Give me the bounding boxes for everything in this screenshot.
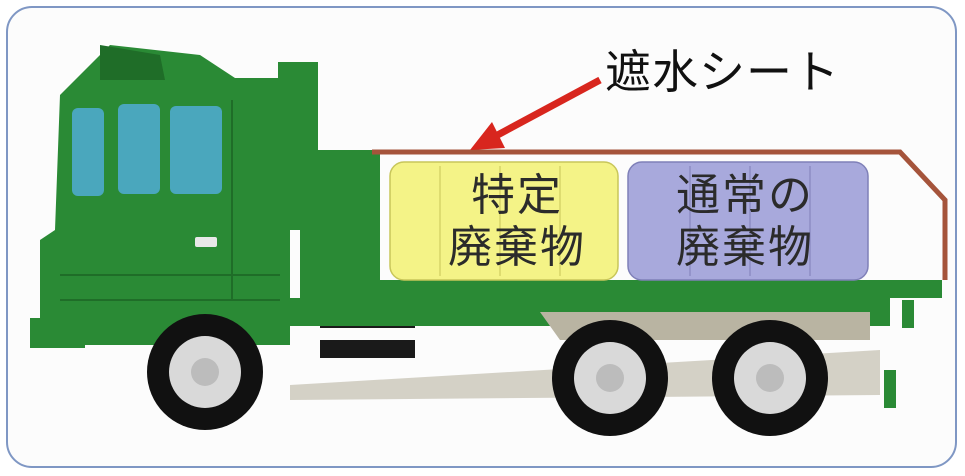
waterproof-sheet-label: 遮水シート bbox=[605, 45, 840, 99]
rear-wheel-2 bbox=[712, 320, 828, 436]
cab-step bbox=[320, 340, 415, 358]
cab-door-handle bbox=[195, 237, 217, 247]
front-wheel bbox=[147, 314, 263, 430]
normal-waste-label: 通常の 廃棄物 bbox=[640, 170, 850, 274]
special-waste-label-line2: 廃棄物 bbox=[448, 222, 586, 273]
special-waste-label: 特定 廃棄物 bbox=[412, 170, 622, 274]
cab-bumper bbox=[30, 318, 85, 348]
rear-post bbox=[884, 370, 896, 408]
special-waste-label-line1: 特定 bbox=[471, 170, 563, 221]
normal-waste-label-line2: 廃棄物 bbox=[676, 222, 814, 273]
cab-window-right bbox=[170, 106, 222, 194]
cab-window-left bbox=[72, 108, 104, 196]
waterproof-sheet bbox=[372, 149, 948, 280]
special-waste-bag bbox=[389, 161, 619, 281]
cab-visor bbox=[100, 45, 165, 80]
pointer-arrow-shaft bbox=[490, 76, 602, 142]
rear-wheel-1 bbox=[552, 320, 668, 436]
normal-waste-label-line1: 通常の bbox=[676, 170, 814, 221]
rear-light bbox=[902, 300, 914, 328]
pointer-arrow-head bbox=[470, 122, 505, 150]
bed-front-wall bbox=[300, 150, 380, 290]
cab-window-mid bbox=[118, 104, 160, 194]
normal-waste-bag bbox=[627, 161, 869, 281]
